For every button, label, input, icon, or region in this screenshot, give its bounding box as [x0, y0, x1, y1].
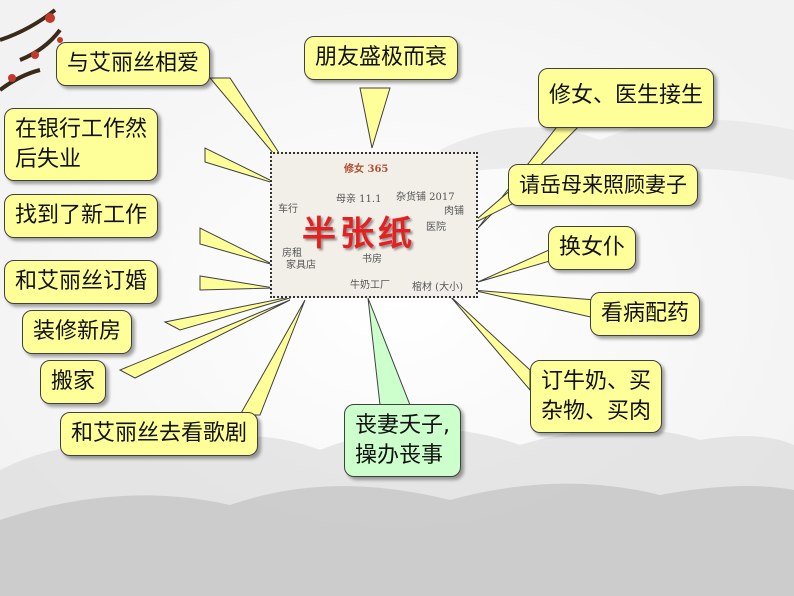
- scribble-furniture: 家具店: [286, 260, 316, 271]
- bubble-funeral-line1: 丧妻夭子,: [355, 413, 450, 438]
- bubble-nun-doctor: 修女、医生接生: [538, 68, 715, 128]
- center-half-sheet: 修女 365 母亲 11.1 杂货铺 2017 医院 车行 肉铺 房租 家具店 …: [270, 152, 478, 298]
- bubble-renovate: 装修新房: [22, 310, 133, 354]
- scribble-coffin: 棺材 (大小): [412, 282, 463, 293]
- bubble-engaged: 和艾丽丝订婚: [4, 260, 159, 304]
- scribble-study: 书房: [362, 254, 382, 265]
- scribble-grocery: 杂货铺 2017: [396, 192, 455, 203]
- bubble-milk-line1: 订牛奶、买: [541, 369, 652, 394]
- scribble-mother: 母亲 11.1: [336, 194, 382, 205]
- bubble-medicine: 看病配药: [590, 292, 701, 336]
- scribble-butcher: 肉铺: [444, 206, 464, 217]
- bubble-love: 与艾丽丝相爱: [56, 42, 211, 86]
- bubble-friends: 朋友盛极而衰: [304, 36, 459, 80]
- bubble-bank-line1: 在银行工作然: [15, 117, 148, 142]
- bubble-milk: 订牛奶、买 杂物、买肉: [530, 360, 663, 434]
- bubble-funeral: 丧妻夭子, 操办丧事: [344, 404, 461, 478]
- bubble-bank: 在银行工作然 后失业: [4, 108, 159, 182]
- bubble-move: 搬家: [40, 360, 107, 404]
- center-title: 半张纸: [302, 214, 416, 254]
- bubble-opera: 和艾丽丝去看歌剧: [60, 412, 259, 456]
- bubble-mother-in-law: 请岳母来照顾妻子: [508, 164, 698, 207]
- scribble-carriage: 车行: [278, 204, 298, 215]
- scribble-nun: 修女 365: [344, 164, 389, 175]
- bubble-funeral-line2: 操办丧事: [355, 442, 444, 468]
- bubble-milk-line2: 杂物、买肉: [541, 398, 652, 424]
- scribble-rent: 房租: [282, 248, 302, 259]
- scribble-milk: 牛奶工厂: [350, 280, 390, 291]
- scribble-hospital: 医院: [426, 222, 446, 233]
- bubble-new-job: 找到了新工作: [4, 194, 159, 238]
- bubble-bank-line2: 后失业: [15, 146, 82, 172]
- bubble-maid: 换女仆: [548, 226, 637, 270]
